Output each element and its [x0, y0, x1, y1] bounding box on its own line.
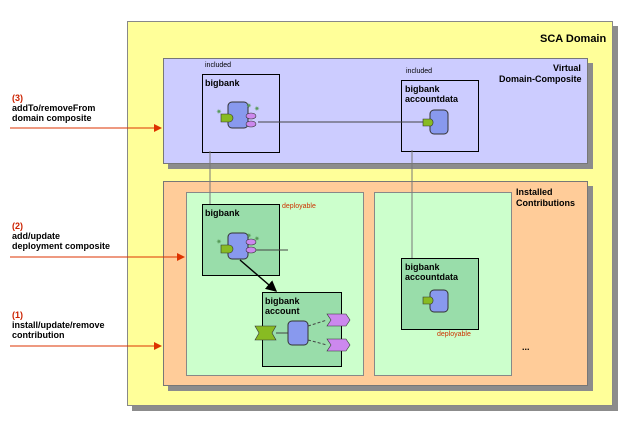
svg-text:✷: ✷: [216, 238, 222, 246]
svg-text:✷: ✷: [254, 105, 260, 113]
more-contributions-ellipsis: ...: [522, 342, 530, 352]
step-2-line2: deployment composite: [12, 241, 111, 251]
contrib1-bigbank-name: bigbank: [205, 208, 240, 218]
step-1-line2: contribution: [12, 330, 65, 340]
contrib2-accountdata-name-line2: accountdata: [405, 272, 459, 282]
svg-text:✷: ✷: [246, 102, 252, 110]
virtual-title-line1: Virtual: [553, 63, 581, 73]
installed-title-line2: Contributions: [516, 198, 575, 208]
virtual-accountdata-name-line1: bigbank: [405, 84, 440, 94]
contrib1-account-name-line2: account: [265, 306, 300, 316]
virtual-bigbank-name: bigbank: [205, 78, 240, 88]
virtual-bigbank-component: ✷ ✷ ✷: [216, 101, 260, 129]
contrib1-deployable-tag: deployable: [282, 203, 316, 210]
step-3-line1: addTo/removeFrom: [12, 103, 96, 113]
svg-text:✷: ✷: [216, 108, 222, 116]
contrib1-bigbank-component: ✷ ✷ ✷: [216, 232, 288, 260]
svg-text:✷: ✷: [254, 235, 260, 243]
svg-text:✷: ✷: [246, 232, 252, 240]
contrib1-account-name-line1: bigbank: [265, 296, 300, 306]
virtual-title-line2: Domain-Composite: [499, 74, 582, 84]
step-1-line1: install/update/remove: [12, 320, 105, 330]
contrib2-accountdata-name-line1: bigbank: [405, 262, 440, 272]
step-2-line1: add/update: [12, 231, 61, 241]
contrib2-deployable-tag: deployable: [437, 331, 471, 338]
virtual-bigbank-included-tag: included: [205, 62, 232, 69]
step-1-number: (1): [12, 310, 23, 320]
virtual-accountdata-name-line2: accountdata: [405, 94, 459, 104]
contrib2-accountdata-component: [422, 289, 449, 313]
step-3-number: (3): [12, 93, 23, 103]
contrib1-account-component: [254, 313, 351, 352]
step-2-number: (2): [12, 221, 23, 231]
installed-title-line1: Installed: [516, 187, 553, 197]
virtual-accountdata-included-tag: included: [406, 68, 433, 75]
step-3-line2: domain composite: [12, 113, 92, 123]
virtual-accountdata-component: [422, 109, 449, 135]
implementation-arrow: [239, 259, 278, 292]
sca-domain-title: SCA Domain: [540, 33, 607, 45]
